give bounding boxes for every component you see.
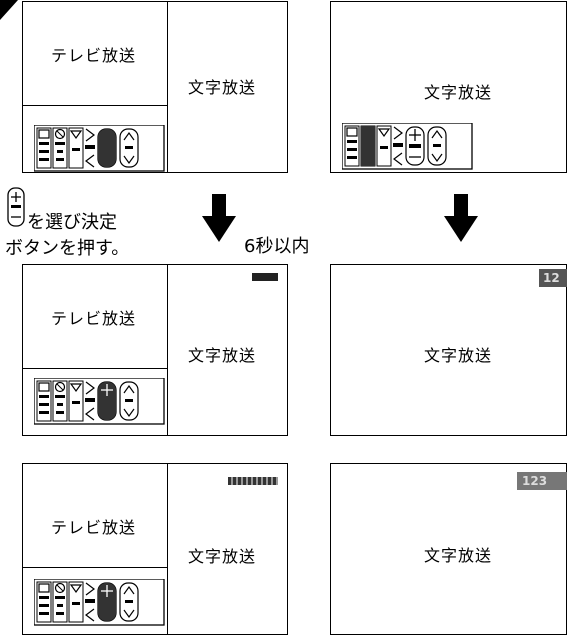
remote-strip bbox=[342, 123, 473, 170]
page-indicator: 123 bbox=[517, 472, 567, 490]
text-label: 文字放送 bbox=[188, 547, 257, 566]
remote-strip bbox=[34, 378, 165, 425]
screen-3-right: 123 文字放送 bbox=[330, 463, 567, 635]
channel-button-icon bbox=[7, 187, 25, 227]
screen-3-left: テレビ放送 文字放送 bbox=[22, 463, 288, 635]
tv-label: テレビ放送 bbox=[51, 518, 137, 537]
text-label: 文字放送 bbox=[424, 83, 493, 102]
corner-marker bbox=[0, 0, 18, 20]
tv-label: テレビ放送 bbox=[51, 46, 137, 65]
remote-strip bbox=[34, 125, 165, 172]
text-label: 文字放送 bbox=[424, 346, 493, 365]
tv-label: テレビ放送 bbox=[51, 309, 137, 328]
instruction-line1: を選び決定 bbox=[27, 212, 117, 233]
screen-2-right: 12 文字放送 bbox=[330, 264, 567, 436]
screen-1-left: テレビ放送 文字放送 bbox=[22, 1, 288, 173]
text-label: 文字放送 bbox=[188, 78, 257, 97]
screen-1-right: 文字放送 bbox=[330, 1, 567, 173]
down-arrow bbox=[444, 194, 478, 242]
remote-strip bbox=[34, 579, 165, 626]
page-indicator bbox=[252, 273, 278, 281]
page-indicator bbox=[228, 477, 278, 485]
screen-2-left: テレビ放送 文字放送 bbox=[22, 264, 288, 436]
down-arrow bbox=[202, 194, 236, 242]
instruction-line2: ボタンを押す。 bbox=[5, 238, 130, 259]
text-label: 文字放送 bbox=[424, 546, 493, 565]
page-indicator: 12 bbox=[539, 269, 567, 287]
text-label: 文字放送 bbox=[188, 346, 257, 365]
timing-label: 6秒以内 bbox=[244, 236, 310, 257]
